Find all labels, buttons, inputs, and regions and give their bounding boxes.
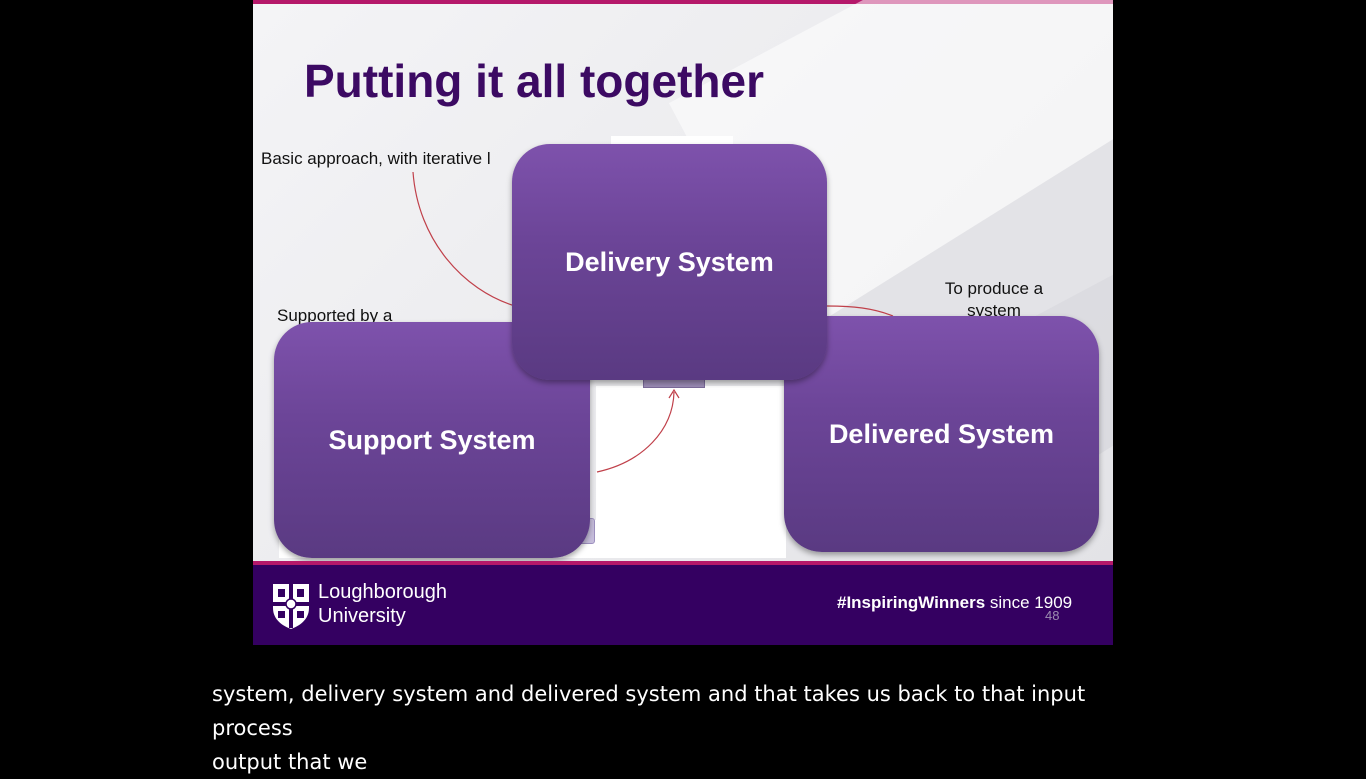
support-to-delivery-arrow <box>596 391 675 473</box>
slide-footer: Loughborough University #InspiringWinner… <box>253 565 1113 645</box>
delivery-system-box: Delivery System <box>512 144 827 380</box>
university-name-line2: University <box>318 605 406 627</box>
tagline-hashtag: #InspiringWinners <box>837 593 986 612</box>
white-panel <box>596 386 786 558</box>
label-basic-approach: Basic approach, with iterative l <box>261 149 491 168</box>
tagline-since: since 1909 <box>989 593 1073 612</box>
caption-line1: system, delivery system and delivered sy… <box>212 682 1086 740</box>
presentation-slide: Putting it all together Basic approach, … <box>253 0 1113 645</box>
slide-title: Putting it all together <box>304 55 764 107</box>
footer-tagline: #InspiringWinners since 1909 <box>837 593 1072 613</box>
slide-top-accent-bar <box>253 0 1113 4</box>
support-system-label: Support System <box>328 424 536 455</box>
footer-accent-bar <box>253 561 1113 565</box>
delivered-system-label: Delivered System <box>828 418 1055 449</box>
university-crest-icon <box>273 584 309 629</box>
university-name-line1: Loughborough <box>318 581 448 603</box>
slide-page-number: 48 <box>1045 608 1060 623</box>
produce-arrow <box>826 305 894 317</box>
label-to-produce-line2: system <box>967 301 1021 316</box>
connector-arrows <box>412 171 894 473</box>
video-caption: system, delivery system and delivered sy… <box>212 677 1132 779</box>
delivery-system-label: Delivery System <box>565 246 774 277</box>
caption-line2: output that we <box>212 750 368 774</box>
university-name: Loughborough University <box>318 580 447 628</box>
label-supported-by: Supported by a <box>277 306 393 325</box>
delivered-system-box: Delivered System <box>784 316 1099 552</box>
arrowhead-icon <box>668 388 680 399</box>
label-to-produce: To produce a system <box>939 278 1049 316</box>
iterative-loop-arrow <box>412 171 516 307</box>
label-to-produce-line1: To produce a <box>944 279 1044 298</box>
